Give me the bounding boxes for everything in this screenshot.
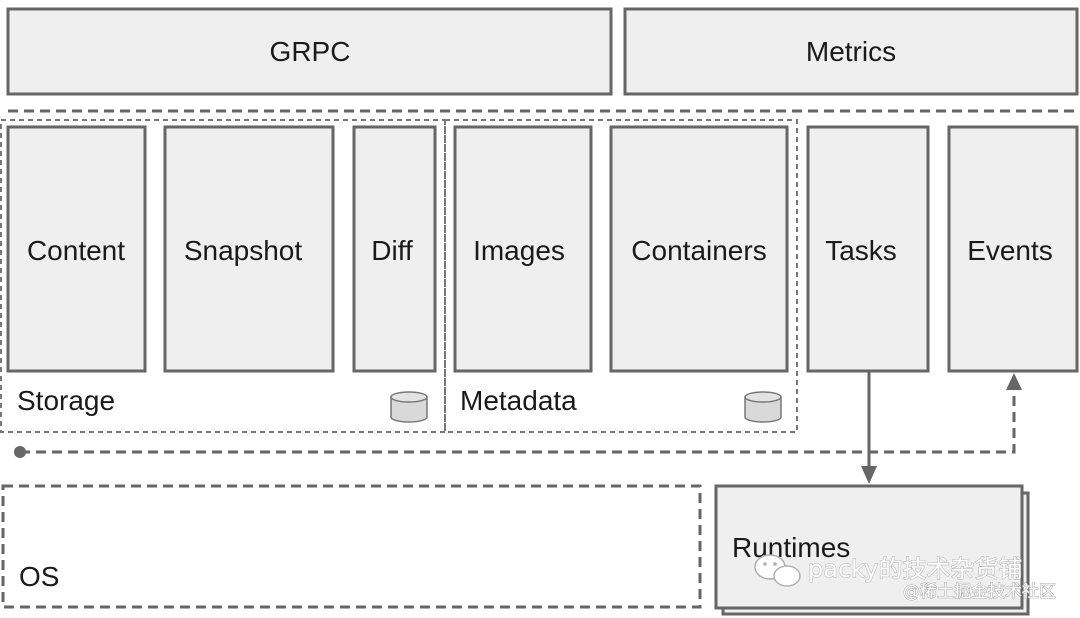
- images-label: Images: [473, 235, 565, 266]
- snapshot-label: Snapshot: [184, 235, 303, 266]
- events-box: Events: [947, 125, 1079, 373]
- runtimes-box: Runtimes: [714, 484, 1030, 616]
- snapshot-box: Snapshot: [163, 125, 335, 373]
- metadata-database-icon: [744, 391, 782, 423]
- metadata-group-label: Metadata: [460, 385, 577, 416]
- os-box: OS: [1, 484, 702, 609]
- tasks-label: Tasks: [825, 235, 897, 266]
- storage-group-label: Storage: [17, 385, 115, 416]
- event-bus-arrowhead: [1006, 373, 1022, 390]
- metrics-box: Metrics: [623, 7, 1079, 96]
- events-label: Events: [967, 235, 1053, 266]
- tasks-to-runtimes-arrow: [861, 371, 877, 484]
- containers-label: Containers: [631, 235, 766, 266]
- watermark-channel-text: packy的技术杂货铺: [808, 555, 1022, 583]
- watermark-community-text: @稀土掘金技术社区: [903, 582, 1056, 602]
- grpc-label: GRPC: [270, 36, 351, 67]
- storage-database-icon: [390, 391, 428, 423]
- images-box: Images: [453, 125, 593, 373]
- containers-box: Containers: [609, 125, 789, 373]
- tasks-box: Tasks: [806, 125, 930, 373]
- wechat-icon: [754, 554, 801, 587]
- runtimes-label: Runtimes: [732, 532, 850, 563]
- grpc-box: GRPC: [6, 7, 613, 96]
- os-label: OS: [19, 561, 59, 592]
- content-box: Content: [6, 125, 147, 373]
- metrics-label: Metrics: [806, 36, 896, 67]
- diff-box: Diff: [352, 125, 437, 373]
- storage-group: Storage: [0, 119, 446, 433]
- event-bus-connector: [14, 373, 1022, 458]
- tasks-arrowhead: [861, 466, 877, 484]
- metadata-group: Metadata: [444, 119, 798, 433]
- content-label: Content: [27, 235, 125, 266]
- diff-label: Diff: [371, 235, 413, 266]
- watermark: packy的技术杂货铺 @稀土掘金技术社区: [754, 554, 1057, 603]
